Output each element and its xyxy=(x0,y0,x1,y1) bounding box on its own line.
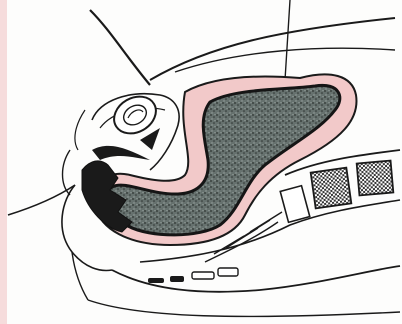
vertebra-3 xyxy=(280,186,310,223)
vertebra-1 xyxy=(357,161,394,196)
inner-fold-3 xyxy=(140,128,160,150)
inner-contour-top xyxy=(175,48,395,72)
lower-left-contour-3 xyxy=(75,110,85,150)
outer-contour-top xyxy=(90,10,150,85)
label-leader-line xyxy=(285,0,290,80)
dark-tissue-band xyxy=(92,146,150,160)
bottom-contour xyxy=(88,300,400,316)
left-contour-lower xyxy=(8,185,75,215)
coccyx-segments xyxy=(148,268,238,283)
vertebra-2 xyxy=(311,168,352,209)
